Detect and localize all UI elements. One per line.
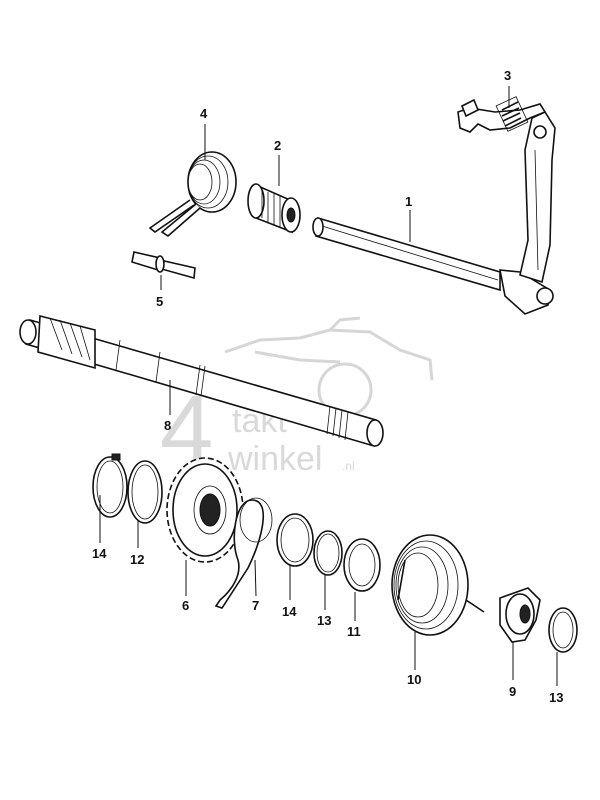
part-13-circlip-middle [313, 530, 343, 576]
part-7-ratchet-spring [214, 497, 273, 609]
label-part-7: 7 [252, 598, 259, 613]
part-14-circlip-middle [276, 513, 314, 567]
label-part-13-right: 13 [549, 690, 563, 705]
label-part-14-left: 14 [92, 546, 107, 561]
part-1-kick-spindle-arm [312, 98, 556, 315]
leader-lines [99, 86, 558, 686]
label-part-12: 12 [130, 552, 144, 567]
label-part-2: 2 [274, 138, 281, 153]
part-11-washer [343, 538, 381, 592]
label-part-14-middle: 14 [282, 604, 297, 619]
label-part-10: 10 [407, 672, 421, 687]
part-14-circlip-left [92, 453, 128, 518]
watermark-motorcycle-outline [224, 316, 434, 381]
watermark-suffix: .nl [342, 459, 355, 473]
part-3-small-spring [495, 96, 529, 132]
label-part-6: 6 [182, 598, 189, 613]
label-part-1: 1 [405, 194, 412, 209]
part-12-washer [127, 460, 163, 524]
watermark-line2: winkel [227, 440, 322, 478]
part-4-torsion-spring [148, 151, 237, 238]
part-8-kick-shaft [19, 314, 384, 448]
label-part-8: 8 [164, 418, 171, 433]
label-part-11: 11 [347, 624, 361, 639]
part-labels: 4 2 3 1 5 8 14 12 6 7 14 13 11 10 9 13 [92, 68, 563, 705]
label-part-5: 5 [156, 294, 163, 309]
part-5-pin [131, 251, 196, 280]
part-9-spring-guide [499, 587, 541, 643]
label-part-9: 9 [509, 684, 516, 699]
label-part-4: 4 [200, 106, 208, 121]
label-part-3: 3 [504, 68, 511, 83]
part-6-gear [166, 457, 244, 563]
part-13-circlip-right [548, 607, 578, 653]
part-10-return-spring [391, 534, 485, 636]
label-part-13-middle: 13 [317, 613, 331, 628]
part-2-bushing [247, 183, 301, 234]
